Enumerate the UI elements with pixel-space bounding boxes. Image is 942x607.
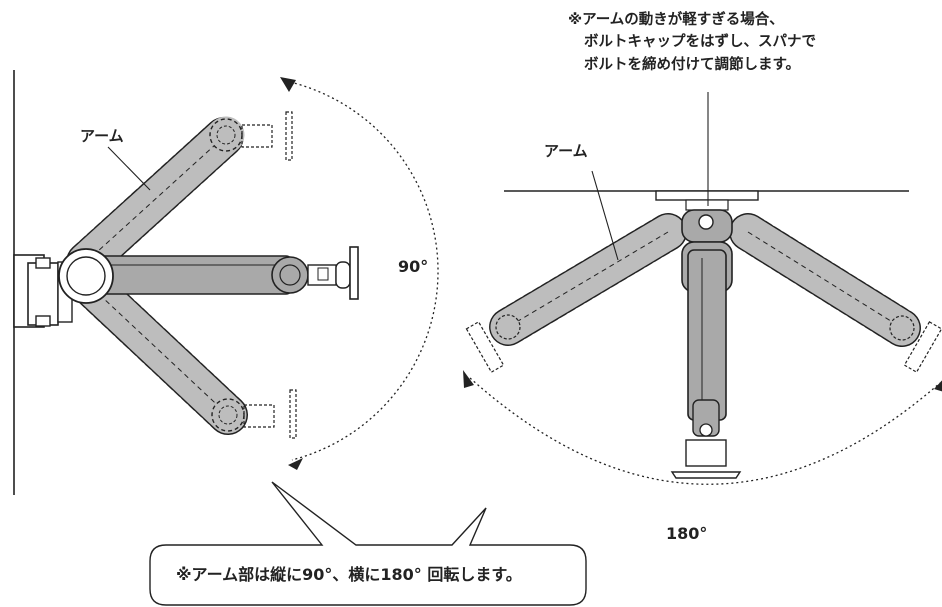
center-arm <box>670 209 742 479</box>
left-arm-ghost <box>465 213 687 373</box>
arm-leader-left <box>107 146 151 191</box>
rotation-callout-text: ※アーム部は縦に90°、横に180° 回転します。 <box>176 565 522 584</box>
arrow-head <box>463 370 474 388</box>
arrow-head <box>934 380 942 392</box>
lower-arm-ghost <box>66 262 297 439</box>
right-arm-ghost <box>729 213 942 373</box>
adjust-note-line-1: ※アームの動きが軽すぎる場合、 <box>568 12 784 28</box>
arrow-head <box>280 77 296 92</box>
adjust-note-line-3: ボルトを締め付けて調節します。 <box>584 57 801 73</box>
horizontal-arm <box>95 246 359 300</box>
angle-horizontal-label: 180° <box>666 524 708 543</box>
adjust-note-line-2: ボルトキャップをはずし、スパナで <box>584 34 816 50</box>
arm-label-right: アーム <box>544 142 588 160</box>
side-view <box>13 70 439 495</box>
arm-label-left: アーム <box>80 127 124 145</box>
arrow-head <box>288 458 303 470</box>
arm-leader-right <box>591 170 619 261</box>
mount-plate <box>655 190 759 201</box>
top-view <box>463 92 942 485</box>
callout-box <box>149 481 587 606</box>
angle-vertical-label: 90° <box>398 257 429 276</box>
upper-arm-ghost <box>66 111 293 282</box>
